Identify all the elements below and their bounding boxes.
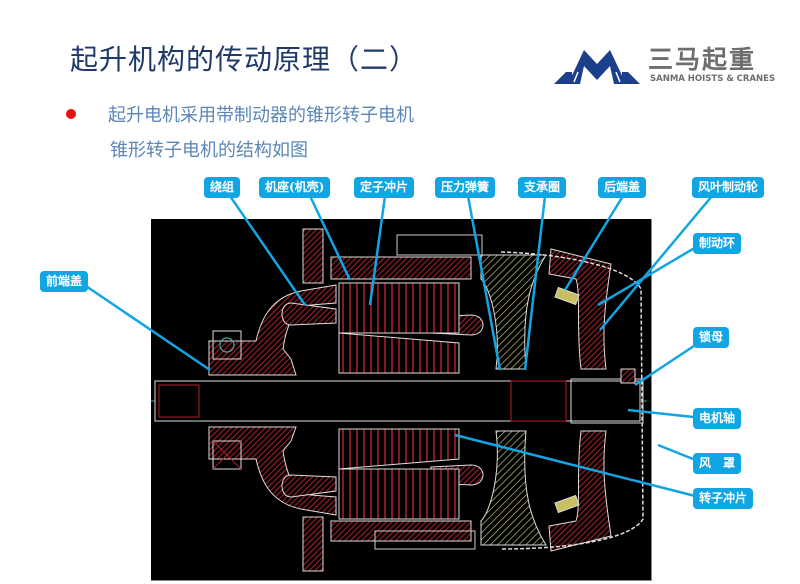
logo-name-en: SANMA HOISTS & CRANES	[650, 74, 776, 84]
sanma-logo-icon	[554, 50, 640, 84]
winding-top	[281, 302, 337, 326]
stator-core-top	[338, 282, 460, 334]
motor-shaft	[154, 380, 641, 422]
label-stator-laminations: 定子冲片	[354, 177, 415, 198]
bullet-line-2: 锥形转子电机的结构如图	[110, 140, 308, 161]
rotor-core-top	[338, 332, 460, 374]
label-rotor-laminations: 转子冲片	[693, 488, 754, 509]
label-brake-ring: 制动环	[693, 233, 742, 254]
label-rear-end-cover: 后端盖	[598, 177, 647, 198]
brake-ring-top	[554, 286, 580, 306]
logo-name-cn: 三马起重	[648, 45, 757, 74]
label-winding: 绕组	[204, 177, 241, 198]
bullet-line-1: 起升电机采用带制动器的锥形转子电机	[108, 105, 414, 126]
lock-nut	[620, 368, 636, 384]
brake-ring-bottom	[554, 494, 580, 514]
motor-cross-section-drawing	[151, 219, 652, 581]
winding-bottom	[281, 474, 337, 498]
fan-cover	[500, 251, 644, 550]
rotor-core-bottom	[338, 428, 460, 470]
label-front-end-cover: 前端盖	[40, 271, 89, 292]
label-fan-brake-wheel: 风叶制动轮	[692, 177, 765, 198]
label-motor-shaft: 电机轴	[693, 408, 742, 429]
fan-brake-wheel-bottom	[548, 430, 612, 552]
label-support-ring: 支承圈	[518, 177, 567, 198]
frame-top	[302, 228, 324, 284]
label-pressure-spring: 压力弹簧	[435, 177, 496, 198]
motor-drawing-svg	[151, 228, 651, 572]
label-fan-cover: 风 罩	[693, 453, 742, 474]
slide-title: 起升机构的传动原理（二）	[70, 43, 419, 76]
frame-bottom	[302, 516, 324, 572]
company-logo: 三马起重 SANMA HOISTS & CRANES	[552, 40, 775, 96]
label-frame: 机座(机壳)	[259, 177, 331, 198]
rear-end-cover-bottom	[480, 430, 547, 546]
stator-core-bottom	[338, 468, 460, 520]
label-lock-nut: 锁母	[693, 327, 730, 348]
fan-brake-wheel-top	[548, 248, 612, 370]
bullet-dot	[66, 109, 76, 119]
